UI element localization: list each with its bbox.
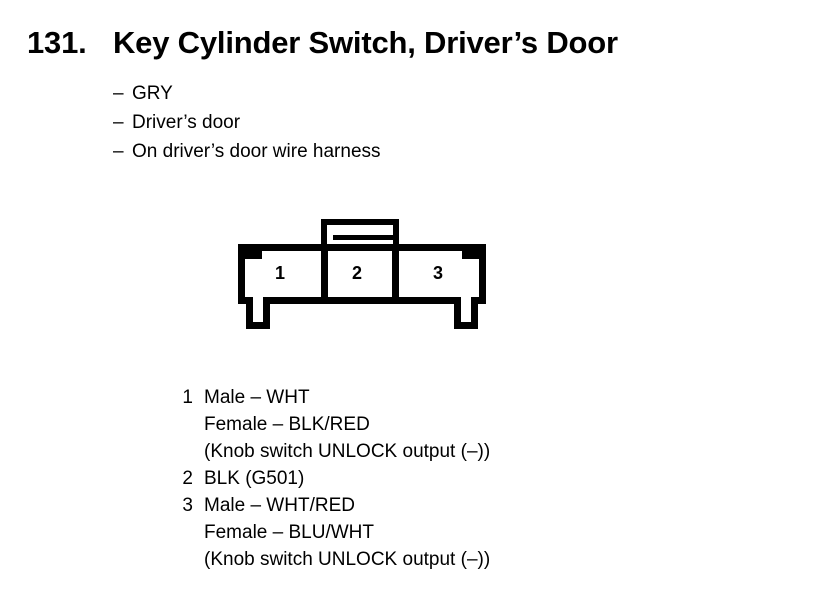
pin-assignment-list: 1 Male – WHT Female – BLK/RED (Knob swit…: [168, 384, 768, 573]
dash-bullet-icon: –: [113, 112, 124, 133]
connector-diagram: 1 2 3: [238, 219, 486, 329]
connector-foot-right: [454, 297, 478, 329]
connector-divider: [392, 244, 399, 304]
pin-detail-lines: Male – WHT Female – BLK/RED (Knob switch…: [193, 384, 490, 465]
connector-foot-left: [246, 297, 270, 329]
pin-entry: 1 Male – WHT Female – BLK/RED (Knob swit…: [168, 384, 768, 465]
pin-detail-lines: Male – WHT/RED Female – BLU/WHT (Knob sw…: [193, 492, 490, 573]
list-item: – On driver’s door wire harness: [113, 137, 753, 166]
pin-entry: 3 Male – WHT/RED Female – BLU/WHT (Knob …: [168, 492, 768, 573]
pin-entry: 2 BLK (G501): [168, 465, 768, 492]
connector-pin-label-2: 2: [351, 263, 362, 283]
pin-detail-line: BLK (G501): [204, 468, 305, 489]
pin-number: 2: [182, 468, 193, 489]
pin-detail-line: (Knob switch UNLOCK output (–)): [204, 549, 491, 570]
connector-body: [238, 244, 486, 304]
list-item-label: Driver’s door: [132, 112, 241, 133]
pin-detail-line: Male – WHT/RED: [204, 495, 355, 516]
list-item: – GRY: [113, 79, 753, 108]
pin-detail-lines: BLK (G501): [193, 465, 304, 492]
list-item-label: On driver’s door wire harness: [132, 141, 381, 162]
connector-divider: [321, 244, 328, 304]
pin-number: 3: [182, 495, 193, 516]
header-block: 131. Key Cylinder Switch, Driver’s Door: [27, 24, 787, 62]
list-item-label: GRY: [132, 83, 173, 104]
connector-pin-label-1: 1: [274, 263, 285, 283]
connector-shoulder-right: [462, 251, 479, 259]
pin-detail-line: Female – BLU/WHT: [204, 522, 374, 543]
section-number: 131.: [27, 25, 87, 60]
latch-slot: [333, 235, 399, 240]
description-list: – GRY – Driver’s door – On driver’s door…: [113, 79, 753, 166]
pin-detail-line: Female – BLK/RED: [204, 414, 370, 435]
connector-shoulder-left: [245, 251, 262, 259]
page-title: 131. Key Cylinder Switch, Driver’s Door: [27, 24, 787, 62]
dash-bullet-icon: –: [113, 83, 124, 104]
page-title-text: Key Cylinder Switch, Driver’s Door: [113, 25, 618, 60]
pin-number: 1: [182, 387, 193, 408]
list-item: – Driver’s door: [113, 108, 753, 137]
pin-detail-line: Male – WHT: [204, 387, 310, 408]
pin-detail-line: (Knob switch UNLOCK output (–)): [204, 441, 491, 462]
dash-bullet-icon: –: [113, 141, 124, 162]
connector-pin-label-3: 3: [432, 263, 443, 283]
